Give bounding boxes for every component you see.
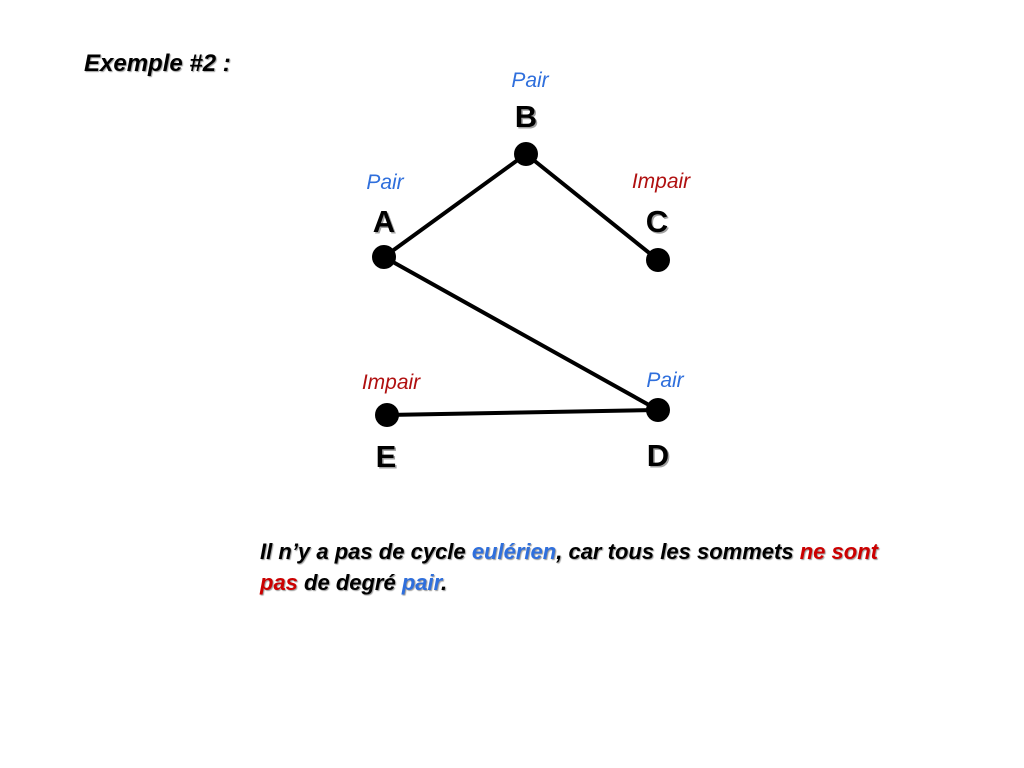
- parity-label-d: Pair: [646, 369, 684, 392]
- vertex-label-b-shadow: B: [516, 101, 538, 136]
- conclusion-part-1: Il n’y a pas de cycle: [260, 539, 472, 564]
- conclusion-highlight-eulerien: eulérien: [471, 539, 557, 564]
- parity-label-e: Impair: [362, 371, 421, 394]
- vertex-label-e-shadow: E: [377, 441, 398, 476]
- edges-layer: [382, 152, 660, 417]
- vertex-dot-b: [514, 142, 538, 166]
- parity-label-b: Pair: [511, 69, 549, 92]
- edge-a-d: [382, 255, 660, 412]
- vertex-dot-d: [646, 398, 670, 422]
- conclusion-highlight-ne-sont-pas: ne sont pas: [260, 539, 878, 595]
- parity-label-c: Impair: [632, 170, 691, 193]
- conclusion-highlight-pair: pair: [401, 570, 441, 595]
- conclusion-part-2: , car tous les sommets: [556, 539, 800, 564]
- parity-label-a: Pair: [366, 171, 404, 194]
- conclusion-text: Il n’y a pas de cycle eulérien, car tous…: [260, 536, 878, 598]
- conclusion-part-4: .: [440, 570, 448, 595]
- vertex-dot-a: [372, 245, 396, 269]
- vertex-label-a: A: [373, 204, 395, 239]
- edge-e-d: [385, 408, 660, 417]
- slide-title: Exemple #2 :: [84, 50, 231, 77]
- conclusion-part-3: de degré: [297, 570, 402, 595]
- edge-a-b: [382, 152, 528, 259]
- vertex-label-b: B: [515, 99, 537, 134]
- vertex-label-c: C: [646, 204, 668, 239]
- edge-b-c: [524, 152, 660, 262]
- vertex-dot-c: [646, 248, 670, 272]
- vertex-label-a-shadow: A: [374, 206, 396, 241]
- vertex-label-e: E: [376, 439, 397, 474]
- vertex-label-d-shadow: D: [648, 440, 670, 475]
- vertex-label-c-shadow: C: [647, 206, 669, 241]
- vertex-label-d: D: [647, 438, 669, 473]
- vertex-dot-e: [375, 403, 399, 427]
